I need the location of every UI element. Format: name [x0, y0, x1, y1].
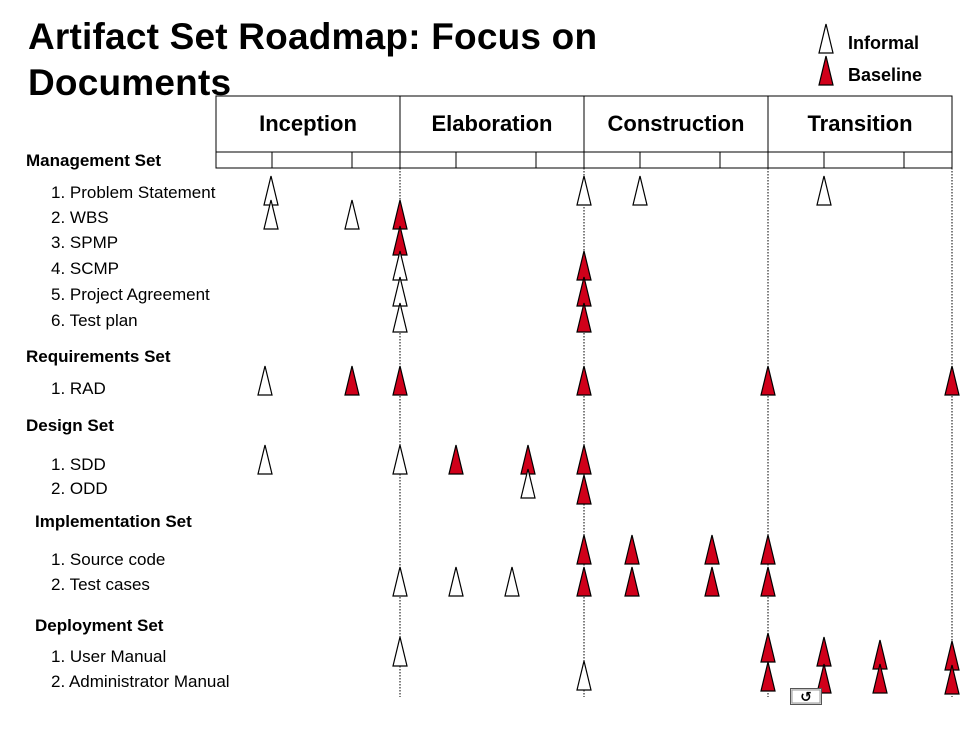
baseline-marker [944, 365, 960, 396]
informal-marker [257, 365, 273, 396]
legend-baseline-label: Baseline [848, 65, 923, 85]
baseline-marker [576, 566, 592, 597]
baseline-marker [944, 664, 960, 695]
phase-inception: Inception [259, 111, 357, 136]
item-spmp: 3. SPMP [51, 233, 119, 252]
baseline-marker [576, 534, 592, 565]
baseline-marker [760, 365, 776, 396]
item-rad: 1. RAD [51, 379, 106, 398]
legend-informal-triangle [818, 23, 834, 54]
baseline-marker [624, 566, 640, 597]
baseline-marker [392, 199, 408, 230]
phase-transition: Transition [807, 111, 913, 136]
baseline-marker [760, 661, 776, 692]
set-requirements: Requirements Set [26, 347, 171, 366]
informal-marker [344, 199, 360, 230]
item-odd: 2. ODD [51, 479, 108, 498]
item-user-manual: 1. User Manual [51, 647, 167, 666]
baseline-marker [704, 534, 720, 565]
informal-marker [392, 276, 408, 307]
informal-marker [520, 468, 536, 499]
return-button[interactable]: ↺ [790, 688, 822, 705]
item-source-code: 1. Source code [51, 550, 166, 569]
informal-marker [257, 444, 273, 475]
informal-marker [392, 444, 408, 475]
baseline-marker [576, 250, 592, 281]
item-scmp: 4. SCMP [51, 259, 120, 278]
item-test-plan: 6. Test plan [51, 311, 138, 330]
informal-marker [504, 566, 520, 597]
informal-marker [392, 566, 408, 597]
baseline-marker [344, 365, 360, 396]
legend-informal-label: Informal [848, 33, 920, 53]
phase-construction: Construction [607, 111, 745, 136]
baseline-marker [816, 663, 832, 694]
informal-marker [263, 199, 279, 230]
informal-marker [448, 566, 464, 597]
item-wbs: 2. WBS [51, 208, 109, 227]
informal-marker [632, 175, 648, 206]
baseline-marker [576, 444, 592, 475]
baseline-marker [760, 632, 776, 663]
set-implementation: Implementation Set [35, 512, 192, 531]
informal-marker [576, 660, 592, 691]
baseline-marker [392, 225, 408, 256]
informal-marker [392, 636, 408, 667]
baseline-marker [576, 302, 592, 333]
baseline-marker [760, 566, 776, 597]
informal-marker [392, 302, 408, 333]
informal-marker [576, 175, 592, 206]
baseline-marker [392, 365, 408, 396]
baseline-marker [704, 566, 720, 597]
baseline-marker [576, 276, 592, 307]
set-deployment: Deployment Set [35, 616, 164, 635]
set-design: Design Set [26, 416, 114, 435]
baseline-marker [624, 534, 640, 565]
baseline-marker [816, 636, 832, 667]
baseline-marker [576, 474, 592, 505]
baseline-marker [448, 444, 464, 475]
legend-baseline-triangle [818, 55, 834, 86]
set-management: Management Set [26, 151, 162, 170]
item-sdd: 1. SDD [51, 455, 106, 474]
informal-marker [816, 175, 832, 206]
phase-elaboration: Elaboration [431, 111, 553, 136]
item-problem-statement: 1. Problem Statement [51, 183, 216, 202]
baseline-marker [872, 663, 888, 694]
page-title: Artifact Set Roadmap: Focus on Documents [28, 16, 598, 103]
return-arrow-icon: ↺ [800, 690, 812, 706]
baseline-marker [576, 365, 592, 396]
item-test-cases: 2. Test cases [51, 575, 150, 594]
baseline-marker [760, 534, 776, 565]
item-project-agreement: 5. Project Agreement [51, 285, 210, 304]
item-administrator-manual: 2. Administrator Manual [51, 672, 230, 691]
